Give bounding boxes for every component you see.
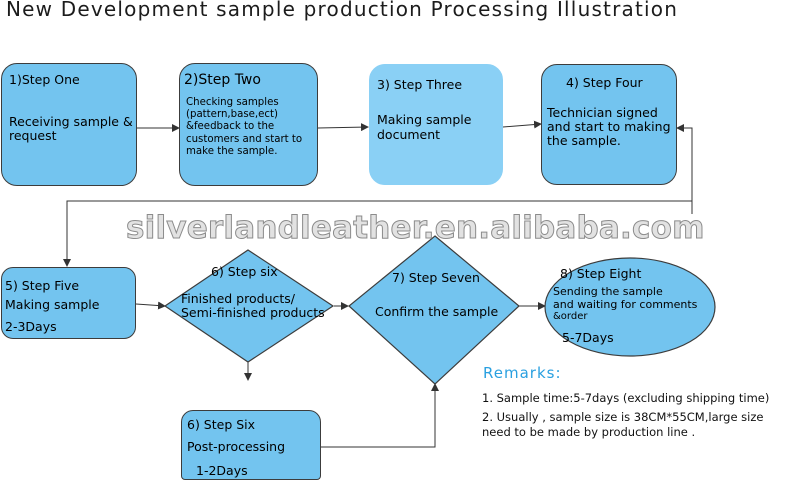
step-eight-line-2: and waiting for comments xyxy=(553,298,698,311)
step-three-line-2: document xyxy=(377,127,441,142)
step-eight-line-4: 5-7Days xyxy=(562,330,614,345)
arrow-to-step4-return xyxy=(676,124,693,214)
post-processing-line-2: 1-2Days xyxy=(196,463,248,478)
step-two-box: 2)Step Two Checking samples (pattern,bas… xyxy=(179,63,318,186)
step-eight-heading: 8) Step Eight xyxy=(560,266,642,281)
step-two-line-1: Checking samples xyxy=(186,97,279,108)
step-six-diamond xyxy=(163,249,335,363)
step-four-line-3: the sample. xyxy=(547,133,621,148)
post-processing-box: 6) Step Six Post-processing 1-2Days xyxy=(181,410,321,480)
step-four-line-2: and start to making xyxy=(547,119,671,134)
step-three-line-1: Making sample xyxy=(377,112,472,127)
step-two-heading: 2)Step Two xyxy=(184,72,261,88)
step-five-line-1: Making sample xyxy=(5,297,100,312)
arrow-step5-to-step6 xyxy=(135,301,166,310)
step-one-line-1: Receiving sample & xyxy=(9,114,133,129)
step-six-line-2: Semi-finished products xyxy=(181,305,325,320)
step-six-line-1: Finished products/ xyxy=(181,291,295,306)
step-four-line-1: Technician signed xyxy=(547,105,658,120)
watermark: silverlandleather.en.alibaba.com xyxy=(126,210,705,247)
post-processing-line-1: Post-processing xyxy=(187,439,286,454)
step-one-box: 1)Step One Receiving sample & request xyxy=(1,63,137,186)
post-processing-heading: 6) Step Six xyxy=(187,417,256,432)
step-two-line-2: (pattern,base,ect) xyxy=(186,109,279,120)
remarks-heading: Remarks: xyxy=(483,364,562,382)
step-seven-line-1: Confirm the sample xyxy=(375,304,499,319)
arrow-postprocess-to-step7 xyxy=(321,383,439,448)
step-one-line-2: request xyxy=(9,128,57,143)
arrow-step3-to-step4 xyxy=(502,120,542,129)
step-three-heading: 3) Step Three xyxy=(377,77,463,92)
step-five-box: 5) Step Five Making sample 2-3Days xyxy=(1,267,136,339)
step-two-line-3: &feedback to the xyxy=(186,121,275,132)
step-eight-ellipse xyxy=(544,257,716,357)
arrow-step2-to-step3 xyxy=(317,123,369,132)
step-five-heading: 5) Step Five xyxy=(5,278,80,293)
step-eight-line-3: &order xyxy=(553,311,588,322)
step-two-line-4: customers and start to xyxy=(186,134,303,145)
arrow-step4-to-step5 xyxy=(63,200,692,267)
remark-item-3: need to be made by production line . xyxy=(482,425,696,439)
step-four-box: 4) Step Four Technician signed and start… xyxy=(541,64,677,185)
step-one-heading: 1)Step One xyxy=(9,72,80,87)
remark-item-2: 2. Usually , sample size is 38CM*55CM,la… xyxy=(482,410,764,424)
step-three-box: 3) Step Three Making sample document xyxy=(369,64,503,185)
step-eight-line-1: Sending the sample xyxy=(553,285,663,298)
page-title: New Development sample production Proces… xyxy=(6,0,679,21)
step-six-heading: 6) Step six xyxy=(211,264,278,279)
step-two-line-5: make the sample. xyxy=(186,146,278,157)
step-five-line-2: 2-3Days xyxy=(5,319,57,334)
step-seven-diamond xyxy=(348,235,520,385)
step-seven-heading: 7) Step Seven xyxy=(392,270,480,285)
remark-item-1: 1. Sample time:5-7days (excluding shippi… xyxy=(482,391,770,405)
step-four-heading: 4) Step Four xyxy=(566,75,643,90)
